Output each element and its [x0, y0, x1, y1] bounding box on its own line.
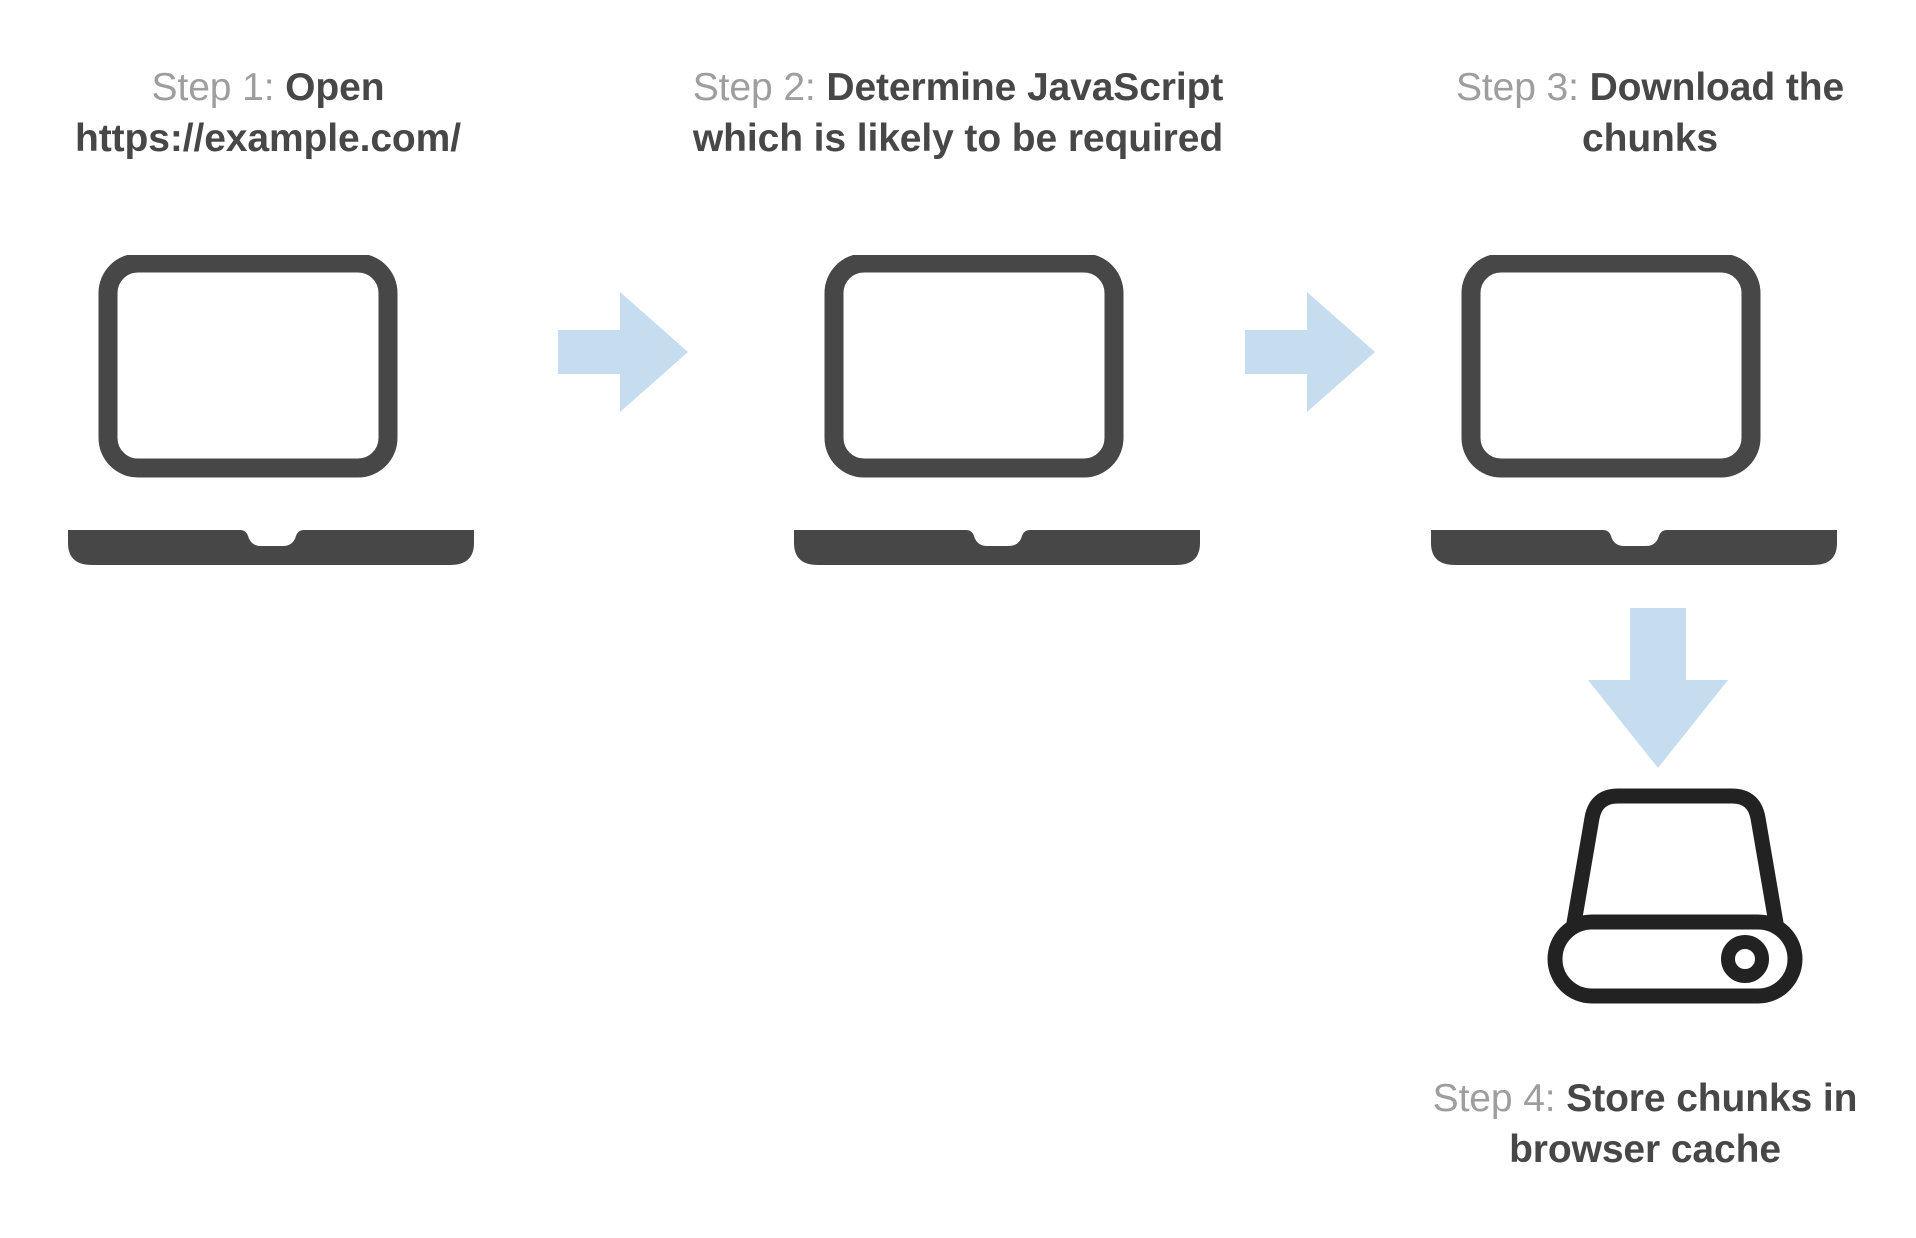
arrow-right-icon-2	[1245, 292, 1375, 412]
laptop-screen-bezel	[98, 255, 398, 478]
disk-drive-icon-step-4	[1547, 788, 1803, 1004]
step-4-caption: Step 4: Store chunks in browser cache	[1395, 1073, 1895, 1176]
step-2-caption: Step 2: Determine JavaScript which is li…	[648, 62, 1268, 165]
step-1-prefix: Step 1:	[151, 66, 286, 109]
step-3-title: Download the chunks	[1582, 66, 1845, 161]
disk-body	[1560, 788, 1790, 966]
arrow-down-icon-1	[1588, 608, 1728, 768]
step-3-caption: Step 3: Download the chunks	[1400, 62, 1900, 165]
laptop-icon-step-2	[794, 255, 1200, 565]
step-1-title: Open https://example.com/	[75, 66, 461, 161]
laptop-base	[794, 530, 1200, 565]
step-4-title: Store chunks in browser cache	[1509, 1077, 1858, 1172]
step-2-prefix: Step 2:	[692, 66, 827, 109]
laptop-icon-step-3	[1431, 255, 1837, 565]
laptop-icon-step-1	[68, 255, 474, 565]
arrow-right-icon-1	[558, 292, 688, 412]
laptop-screen-bezel	[1461, 255, 1761, 478]
step-4-prefix: Step 4:	[1432, 1077, 1567, 1120]
step-2-title: Determine JavaScript which is likely to …	[692, 66, 1224, 161]
laptop-screen-bezel	[824, 255, 1124, 478]
laptop-base	[68, 530, 474, 565]
disk-led-icon	[1721, 935, 1769, 983]
laptop-base	[1431, 530, 1837, 565]
step-1-caption: Step 1: Open https://example.com/	[18, 62, 518, 165]
step-3-prefix: Step 3:	[1455, 66, 1590, 109]
